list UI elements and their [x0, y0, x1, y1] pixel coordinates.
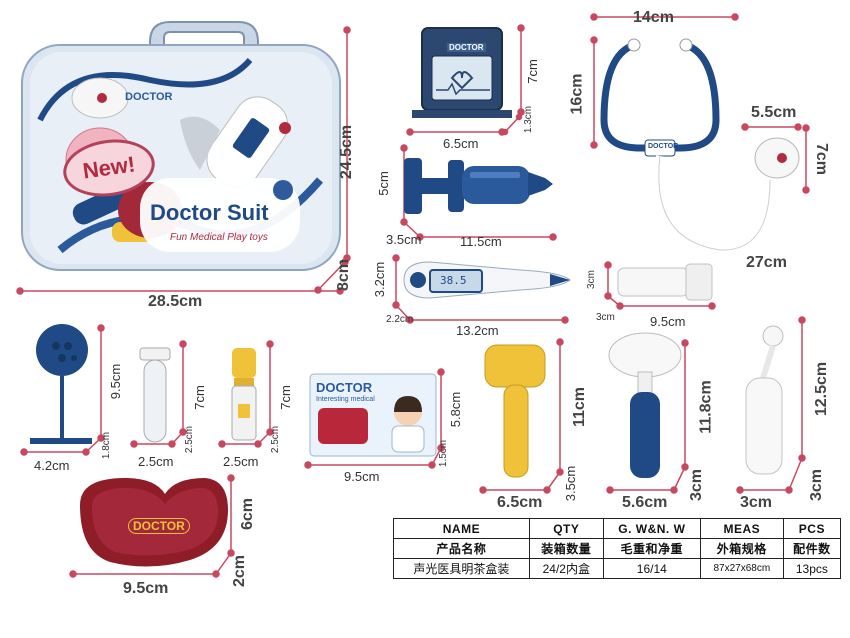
hammer-height-label: 11cm	[571, 386, 589, 428]
case-width-label: 28.5cm	[148, 293, 203, 310]
card-subtitle: Interesting medical	[316, 396, 375, 403]
syringe-toy-image	[404, 158, 553, 214]
spec-table-header-cn-row: 产品名称 装箱数量 毛重和净重 外箱规格 配件数	[393, 538, 842, 559]
flashlight-height-label: 3cm	[585, 270, 597, 289]
monitor-toy-image	[412, 27, 512, 118]
spec-header-pcs-cn: 配件数	[782, 538, 842, 559]
dental-height-label: 12.5cm	[813, 361, 831, 417]
tray-depth-label: 2cm	[231, 554, 249, 588]
spec-header-qty-cn: 装箱数量	[528, 538, 604, 559]
reflex-hammer-toy-image	[484, 344, 546, 478]
syringe-length-label: 11.5cm	[460, 234, 502, 249]
monitor-depth-label: 1.3cm	[523, 105, 535, 134]
spec-header-weight-cn: 毛重和净重	[602, 538, 701, 559]
tube-width-label: 2.5cm	[138, 454, 174, 469]
case-depth-label: 8cm	[335, 258, 353, 292]
head-mirror-toy-image	[30, 324, 92, 444]
spec-header-pcs: PCS	[782, 518, 842, 539]
hammer-depth-label: 3.5cm	[563, 465, 579, 502]
case-brand-title: Doctor Suit	[150, 200, 269, 225]
otoscope-height-label: 11.8cm	[697, 380, 715, 434]
otoscope-depth-label: 3cm	[688, 468, 706, 502]
syringe-depth-label: 3.5cm	[386, 232, 422, 247]
spec-cell-pcs: 13pcs	[782, 558, 842, 579]
dental-depth-label: 3cm	[808, 468, 826, 502]
monitor-width-label: 6.5cm	[443, 136, 479, 151]
spec-header-meas-cn: 外箱规格	[699, 538, 784, 559]
tube-height-label: 7cm	[191, 385, 207, 410]
stethoscope-toy-image	[600, 38, 800, 255]
tray-logo: DOCTOR	[128, 518, 190, 534]
thermometer-depth-label: 2.2cm	[386, 314, 414, 325]
card-depth-label: 1.5cm	[438, 439, 450, 468]
medicine-bottle-toy-image	[231, 348, 257, 441]
otoscope-toy-image	[608, 332, 682, 478]
spec-header-weight: G. W&N. W	[602, 518, 701, 539]
spec-table-header-row: NAME QTY G. W&N. W MEAS PCS	[393, 518, 842, 539]
chestpiece-height-label: 7cm	[813, 142, 831, 176]
flashlight-toy-image	[617, 263, 713, 301]
card-height-label: 5.8cm	[448, 391, 464, 428]
chestpiece-width-label: 5.5cm	[751, 104, 797, 121]
case-brand-subtitle: Fun Medical Play toys	[170, 232, 268, 243]
case-height-label: 24.5cm	[338, 124, 356, 180]
dental-tool-toy-image	[745, 325, 784, 475]
tray-height-label: 6cm	[239, 497, 257, 531]
dental-width-label: 3cm	[740, 494, 773, 511]
flashlight-depth-label: 3cm	[596, 312, 615, 323]
thermometer-height-label: 3.2cm	[372, 261, 388, 298]
spec-table: NAME QTY G. W&N. W MEAS PCS 产品名称 装箱数量 毛重…	[393, 518, 842, 579]
spec-header-name-cn: 产品名称	[393, 538, 530, 559]
spec-cell-meas: 87x27x68cm	[699, 558, 784, 579]
thermometer-length-label: 13.2cm	[456, 323, 499, 338]
bottle-height-label: 7cm	[277, 385, 293, 410]
monitor-logo: DOCTOR	[447, 43, 486, 52]
card-width-label: 9.5cm	[344, 469, 380, 484]
case-brand-small: DOCTOR	[125, 91, 173, 103]
flashlight-length-label: 9.5cm	[650, 314, 686, 329]
monitor-height-label: 7cm	[524, 59, 540, 84]
spec-cell-qty: 24/2内盒	[528, 558, 604, 579]
spec-header-meas: MEAS	[699, 518, 784, 539]
hammer-width-label: 6.5cm	[497, 494, 543, 511]
kidney-tray-toy-image	[80, 478, 228, 567]
card-title: DOCTOR	[316, 380, 373, 395]
thermometer-toy-image	[403, 261, 571, 299]
spec-header-name: NAME	[393, 518, 530, 539]
bottle-width-label: 2.5cm	[223, 454, 259, 469]
mirror-width-label: 4.2cm	[34, 458, 70, 473]
spec-cell-name: 声光医具明茶盒装	[393, 558, 530, 579]
test-tube-toy-image	[139, 347, 171, 443]
tube-depth-label: 2.5cm	[184, 425, 196, 454]
spec-table-row: 声光医具明茶盒装 24/2内盒 16/14 87x27x68cm 13pcs	[393, 558, 842, 579]
carry-case-image	[21, 21, 341, 271]
stethoscope-length-label: 27cm	[746, 254, 787, 271]
thermometer-display: 38.5	[440, 274, 467, 287]
stethoscope-height-label: 16cm	[568, 73, 586, 115]
stethoscope-logo: DOCTOR	[648, 143, 679, 150]
doctor-card-image	[309, 373, 437, 457]
mirror-height-label: 9.5cm	[108, 363, 124, 400]
otoscope-width-label: 5.6cm	[622, 494, 668, 511]
spec-header-qty: QTY	[528, 518, 604, 539]
stethoscope-width-label: 14cm	[633, 9, 674, 26]
spec-cell-weight: 16/14	[602, 558, 701, 579]
mirror-depth-label: 1.8cm	[101, 431, 113, 460]
bottle-depth-label: 2.5cm	[270, 425, 282, 454]
syringe-height-label: 5cm	[375, 171, 391, 196]
tray-width-label: 9.5cm	[123, 580, 169, 597]
